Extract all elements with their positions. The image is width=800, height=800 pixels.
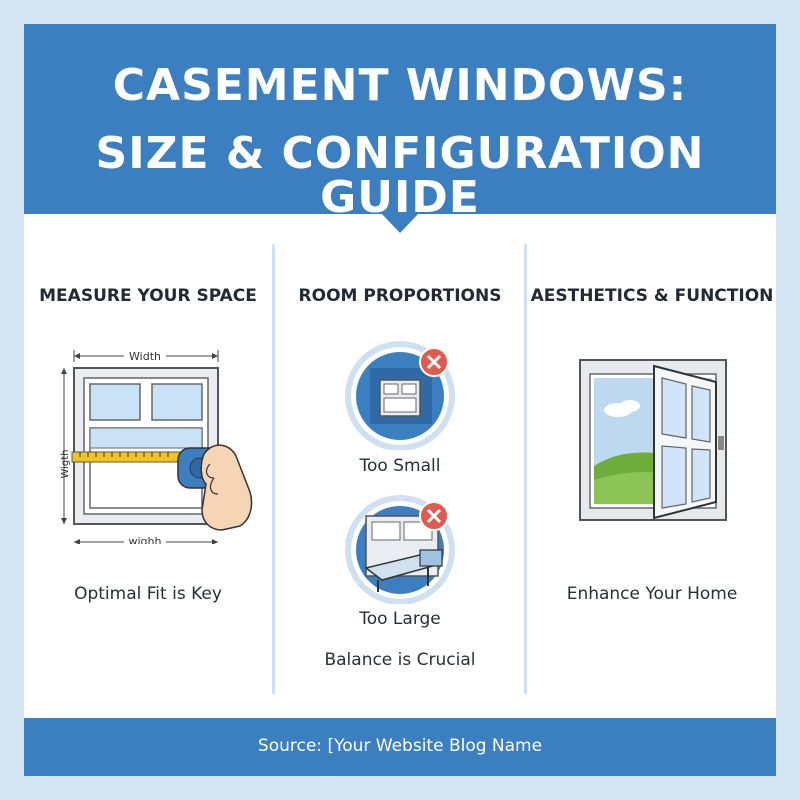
proportions-caption: Balance is Crucial [324,650,476,670]
too-large-label: Too Large [359,609,441,629]
source-credit: Source: [Your Website Blog Name [257,736,543,756]
footer-banner: Source: [Your Website Blog Name [24,718,776,776]
header-banner: CASEMENT WINDOWS: SIZE & CONFIGURATION G… [24,24,776,220]
column-divider-1 [272,244,275,694]
aesthetics-caption: Enhance Your Home [566,584,738,604]
title-line-2: SIZE & CONFIGURATION GUIDE [95,128,705,223]
too-large-illustration [345,495,455,604]
proportions-heading: ROOM PROPORTIONS [298,286,502,306]
measure-caption: Optimal Fit is Key [74,584,222,604]
aesthetics-heading: AESTHETICS & FUNCTION [530,286,774,306]
too-small-illustration [345,341,455,450]
side-label: Wigth [60,449,71,478]
measure-heading: MEASURE YOUR SPACE [39,286,257,306]
header-pointer [381,213,419,233]
infographic-card: CASEMENT WINDOWS: SIZE & CONFIGURATION G… [24,24,776,776]
width-label: Width [129,350,161,363]
title-line-1: CASEMENT WINDOWS: [112,60,688,111]
column-divider-2 [524,244,527,694]
open-casement-window-illustration [579,359,727,521]
measuring-window-illustration: Width Wigth wighh [60,348,253,544]
too-small-label: Too Small [359,456,441,476]
bottom-label: wighh [129,535,162,544]
